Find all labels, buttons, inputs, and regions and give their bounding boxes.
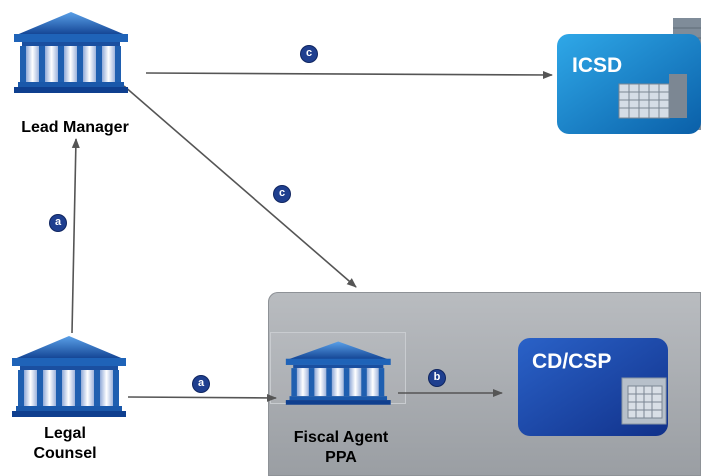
legal-counsel-building-icon	[12, 336, 126, 417]
fiscal-agent-building-icon	[285, 341, 391, 405]
icsd-bank-icon	[557, 18, 701, 134]
arrow-legal-to-lead	[71, 138, 80, 334]
lead-manager-building-icon	[14, 12, 128, 93]
flow-badge-a-vertical: a	[50, 215, 66, 231]
arrow-lead-to-fiscal-agent	[123, 85, 357, 288]
lead-manager-label: Lead Manager	[21, 119, 129, 136]
legal-counsel-label: Legal Counsel	[10, 424, 120, 464]
flow-badge-c-diagonal: c	[274, 186, 290, 202]
flow-badge-a-horizontal: a	[193, 376, 209, 392]
fiscal-agent-text: Fiscal Agent PPA	[293, 429, 389, 466]
cd-csp-bank-icon	[518, 338, 668, 436]
fiscal-agent-label: Fiscal Agent PPA	[266, 428, 416, 468]
cd-csp-label: CD/CSP	[532, 350, 612, 373]
legal-counsel-text: Legal Counsel	[33, 425, 97, 462]
arrow-legal-to-fiscal-agent	[127, 393, 277, 402]
flow-badge-b: b	[429, 370, 445, 386]
flow-badge-c-top: c	[301, 46, 317, 62]
icsd-label: ICSD	[572, 54, 623, 77]
arrow-lead-to-icsd	[145, 70, 553, 79]
